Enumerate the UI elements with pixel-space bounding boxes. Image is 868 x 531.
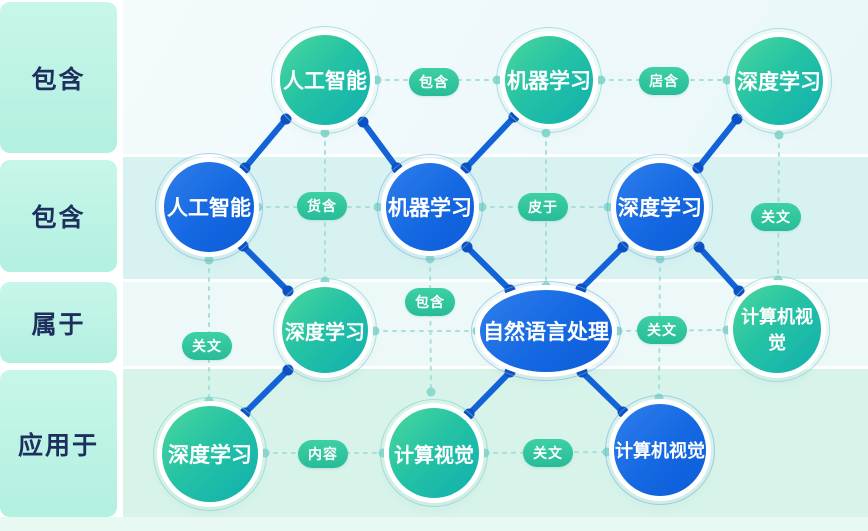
- node-ml-row2[interactable]: 机器学习: [377, 154, 483, 260]
- dashed-edge-dots: [204, 75, 784, 458]
- node-label: 自然语言处理: [483, 321, 609, 344]
- sidebar-label: 包含: [31, 65, 86, 94]
- node-label: 人工智能: [283, 70, 367, 93]
- node-dl-row2[interactable]: 深度学习: [607, 154, 713, 260]
- sidebar-label: 应用于: [17, 431, 99, 460]
- node-dl-row3[interactable]: 深度学习: [273, 278, 377, 382]
- solid-edges: [240, 114, 742, 417]
- sidebar-row-belongs-to: 属于: [0, 282, 117, 363]
- sidebar-label: 属于: [31, 310, 86, 339]
- sidebar-label: 包含: [31, 204, 86, 232]
- node-nlp[interactable]: 自然语言处理: [471, 281, 621, 381]
- sidebar-separator: [117, 0, 123, 517]
- node-label: 深度学习: [618, 197, 702, 220]
- node-cv-row4-right[interactable]: 计算机视觉: [605, 395, 715, 505]
- node-ml-row1[interactable]: 机器学习: [496, 27, 602, 133]
- node-label: 人工智能: [167, 197, 251, 220]
- node-cv-row3[interactable]: 计算机视觉: [724, 276, 830, 382]
- node-ai-row1[interactable]: 人工智能: [271, 26, 379, 134]
- node-dl-row1[interactable]: 深度学习: [726, 28, 832, 134]
- edge-label-pill: 皮于: [518, 193, 568, 221]
- node-label: 机器学习: [507, 70, 591, 93]
- node-label: 深度学习: [737, 71, 821, 94]
- edge-label-pill: 扂含: [639, 67, 689, 95]
- footer-strip: [0, 517, 868, 531]
- node-dl-row4[interactable]: 深度学习: [153, 397, 267, 511]
- sidebar-row-contains-2: 包含: [0, 160, 117, 272]
- edge-label-pill: 包含: [409, 68, 459, 96]
- edge-label-pill: 包含: [405, 288, 455, 316]
- edge-label-pill: 货含: [297, 192, 347, 220]
- node-label: 深度学习: [285, 321, 365, 344]
- edge-label-pill: 关文: [523, 439, 573, 467]
- node-ai-row2[interactable]: 人工智能: [155, 153, 263, 261]
- sidebar-row-applied-to: 应用于: [0, 370, 117, 517]
- edge-label-pill: 关文: [182, 332, 232, 360]
- edge-label-pill: 关文: [751, 203, 801, 231]
- node-label: 深度学习: [168, 444, 252, 467]
- edge-label-pill: 内容: [298, 440, 348, 468]
- node-label: 计算机视觉: [615, 441, 705, 461]
- node-label: 计算机视觉: [741, 307, 813, 353]
- node-label: 机器学习: [388, 197, 472, 220]
- node-cv-row4-left[interactable]: 计算视觉: [380, 399, 488, 507]
- edge-label-pill: 关文: [637, 316, 687, 344]
- node-label: 计算视觉: [394, 444, 474, 467]
- sidebar-row-contains-1: 包含: [0, 2, 117, 153]
